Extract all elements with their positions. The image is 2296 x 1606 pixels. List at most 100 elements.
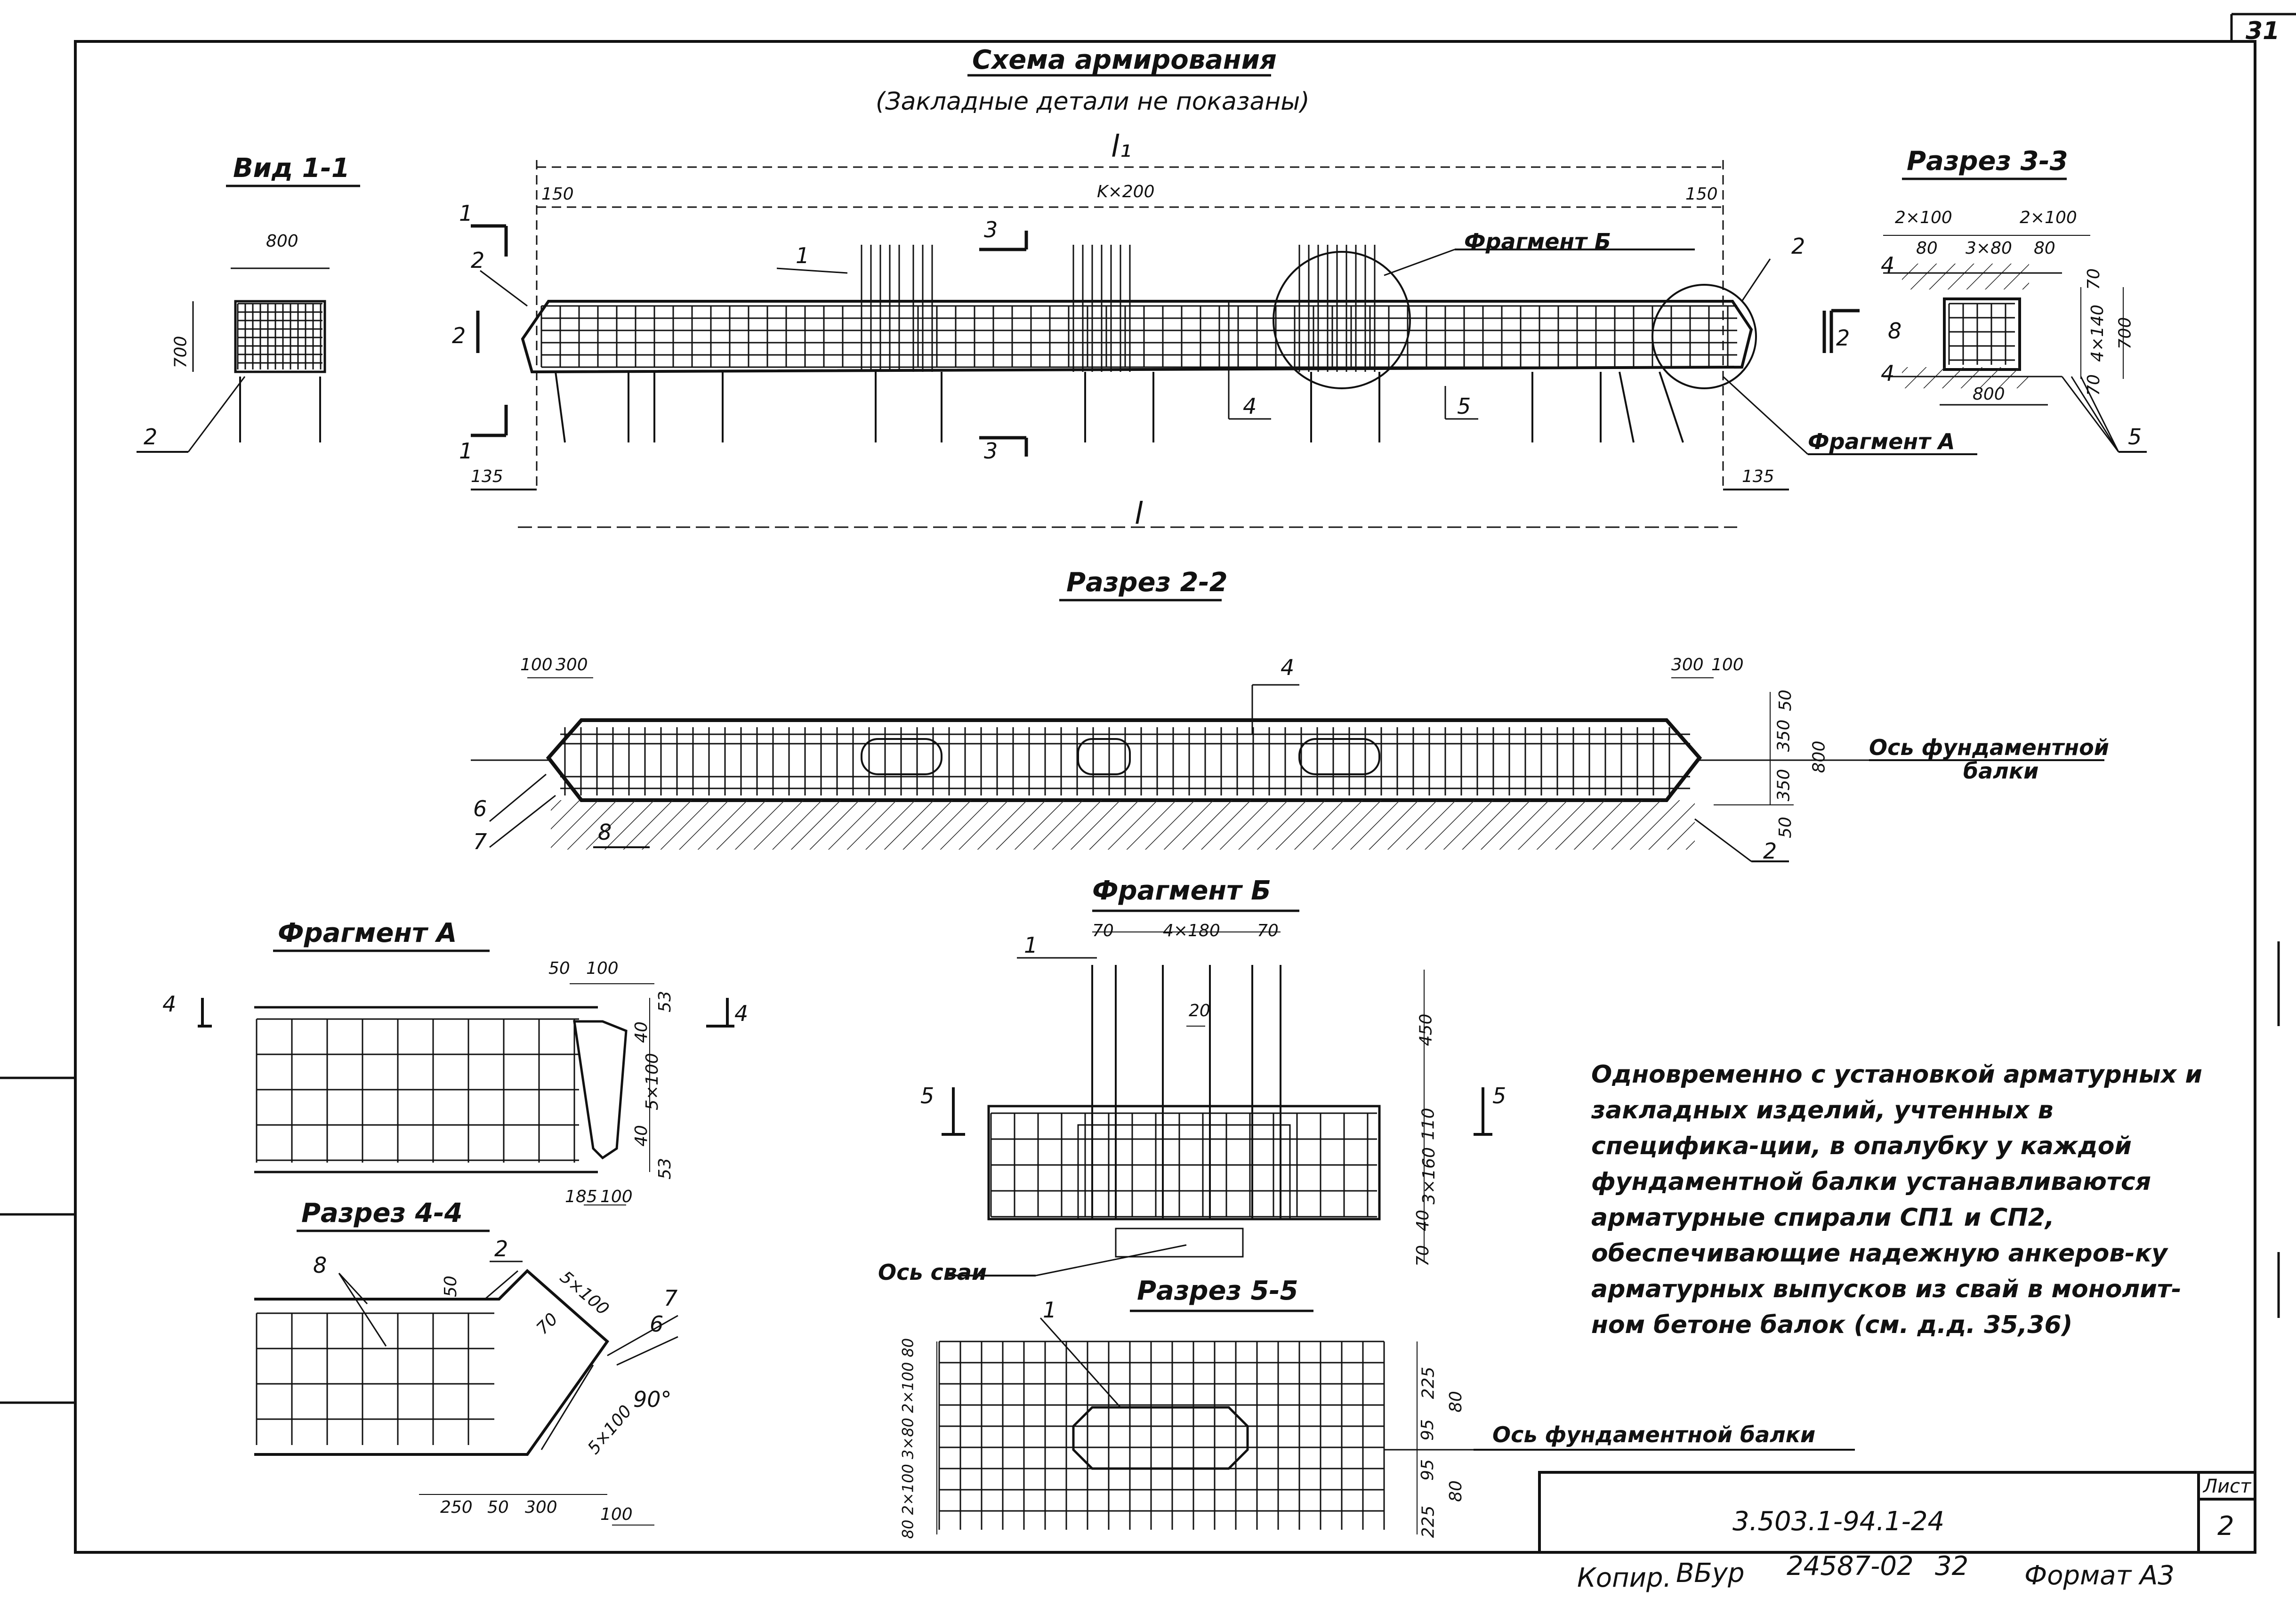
label-k200: K×200 <box>1097 182 1155 201</box>
fa-cut-4-left: 4 <box>162 991 177 1017</box>
footer-number: 24587-02 <box>1787 1551 1914 1582</box>
s55-r95b: 95 <box>1418 1459 1437 1481</box>
s33-callout-4a: 4 <box>1881 252 1895 278</box>
s33-callout-4b: 4 <box>1881 361 1895 386</box>
fb-d4x180: 4×180 <box>1163 921 1220 940</box>
main-title: Схема армирования <box>972 45 1277 75</box>
main-left-150: 150 <box>541 185 574 204</box>
fa-d40b: 40 <box>631 1125 651 1147</box>
fb-d70a: 70 <box>1092 921 1114 940</box>
s33-width: 800 <box>1973 385 2005 404</box>
section-3-3-drawing <box>1829 177 2147 453</box>
fa-cut-4-right: 4 <box>734 1001 749 1026</box>
s22-v350a: 350 <box>1774 719 1794 752</box>
s22-v50b: 50 <box>1775 817 1795 838</box>
section-5-5-drawing <box>936 1309 1855 1534</box>
s22-v350b: 350 <box>1774 769 1794 802</box>
s33-d2: 2×100 <box>2020 208 2077 227</box>
s22-callout-7: 7 <box>473 829 487 854</box>
section-4-4-title: Разрез 4-4 <box>301 1198 463 1229</box>
fb-v70: 70 <box>1413 1245 1433 1267</box>
main-subtitle: (Закладные детали не показаны) <box>876 88 1310 116</box>
s22-right-100: 100 <box>1711 655 1744 675</box>
s55-callout-1: 1 <box>1043 1297 1057 1323</box>
s44-d100: 100 <box>600 1505 633 1524</box>
s22-left-100: 100 <box>520 655 553 675</box>
section-2-2-title: Разрез 2-2 <box>1066 567 1228 598</box>
axis-pile: Ось сваи <box>878 1260 987 1285</box>
label-l: l <box>1135 497 1143 531</box>
section-3-3-title: Разрез 3-3 <box>1907 146 2068 177</box>
fragment-a-callout: Фрагмент А <box>1808 429 1955 454</box>
axis-beam-line2: балки <box>1963 758 2039 784</box>
main-callout-1: 1 <box>796 243 810 268</box>
s22-callout-2: 2 <box>1763 838 1777 864</box>
fragment-a-title: Фрагмент А <box>278 918 457 948</box>
fa-d40a: 40 <box>631 1021 651 1043</box>
footer-copy-label: Копир. <box>1577 1563 1672 1593</box>
fragment-a-drawing <box>198 949 734 1205</box>
fb-cut-5-left: 5 <box>920 1083 935 1108</box>
s33-height: 700 <box>2115 317 2135 350</box>
s22-left-300: 300 <box>556 655 588 675</box>
view-1-1-height: 700 <box>171 336 191 369</box>
footer-signature: ВБур <box>1676 1558 1745 1589</box>
fragment-b-drawing <box>942 909 1492 1277</box>
title-block-code: 3.503.1-94.1-24 <box>1732 1506 1945 1537</box>
cut-2-left: 2 <box>452 323 466 348</box>
title-block-sheet-number: 2 <box>2217 1511 2234 1542</box>
s33-d4: 3×80 <box>1966 239 2012 258</box>
cut-2-right: 2 <box>1836 325 1850 351</box>
s44-callout-8: 8 <box>313 1253 327 1278</box>
fa-d100: 100 <box>586 959 619 978</box>
s44-d50: 50 <box>441 1276 460 1297</box>
s33-d1: 2×100 <box>1895 208 1952 227</box>
s44-d50b: 50 <box>487 1498 509 1517</box>
fa-d5x100: 5×100 <box>642 1053 662 1110</box>
s44-callout-7: 7 <box>664 1285 678 1311</box>
main-right-150: 150 <box>1685 185 1718 204</box>
fb-v40: 40 <box>1413 1210 1433 1231</box>
view-1-1-title: Вид 1-1 <box>233 153 350 184</box>
s22-right-300: 300 <box>1671 655 1704 675</box>
main-right-135: 135 <box>1742 467 1774 486</box>
s44-angle: 90° <box>633 1387 672 1412</box>
s44-callout-2: 2 <box>494 1236 508 1261</box>
footer-format: Формат А3 <box>2024 1560 2175 1591</box>
section-5-5-title: Разрез 5-5 <box>1137 1276 1298 1306</box>
cut-1-bottom: 1 <box>459 438 473 464</box>
sheet-frame <box>0 13 2296 1554</box>
s55-r225a: 225 <box>1418 1366 1438 1399</box>
fb-d20: 20 <box>1189 1001 1210 1020</box>
s22-total: 800 <box>1809 740 1829 773</box>
s44-d250: 250 <box>440 1498 473 1517</box>
s33-callout-8: 8 <box>1888 318 1902 344</box>
s22-callout-8: 8 <box>598 819 612 845</box>
s33-callout-5: 5 <box>2128 424 2142 450</box>
s55-left-dims: 80 2×100 3×80 2×100 80 <box>899 1338 917 1539</box>
title-block <box>1538 1471 2256 1554</box>
fa-d100b: 100 <box>600 1187 633 1206</box>
fragment-b-title: Фрагмент Б <box>1092 875 1271 906</box>
s33-h1: 70 <box>2084 268 2103 290</box>
s22-callout-4: 4 <box>1281 655 1295 680</box>
fragment-b-callout: Фрагмент Б <box>1464 229 1611 254</box>
s55-r80a: 80 <box>1446 1391 1466 1413</box>
label-l1: l₁ <box>1111 129 1132 164</box>
title-block-sheet-label: Лист <box>2203 1476 2251 1497</box>
fb-v3x160: 3×160 <box>1419 1147 1439 1204</box>
fa-d50: 50 <box>548 959 570 978</box>
main-callout-5: 5 <box>1457 393 1471 419</box>
fa-d53a: 53 <box>655 991 675 1012</box>
section-2-2-drawing <box>471 599 2104 862</box>
s33-d5: 80 <box>2034 239 2055 258</box>
fb-v110: 110 <box>1418 1108 1438 1140</box>
main-view-drawing <box>471 74 1977 528</box>
main-callout-2-right: 2 <box>1791 233 1805 259</box>
s22-v50a: 50 <box>1775 690 1795 711</box>
cut-3-bottom: 3 <box>984 438 998 464</box>
axis-beam-line1: Ось фундаментной <box>1869 735 2109 760</box>
cut-3-top: 3 <box>984 217 998 242</box>
